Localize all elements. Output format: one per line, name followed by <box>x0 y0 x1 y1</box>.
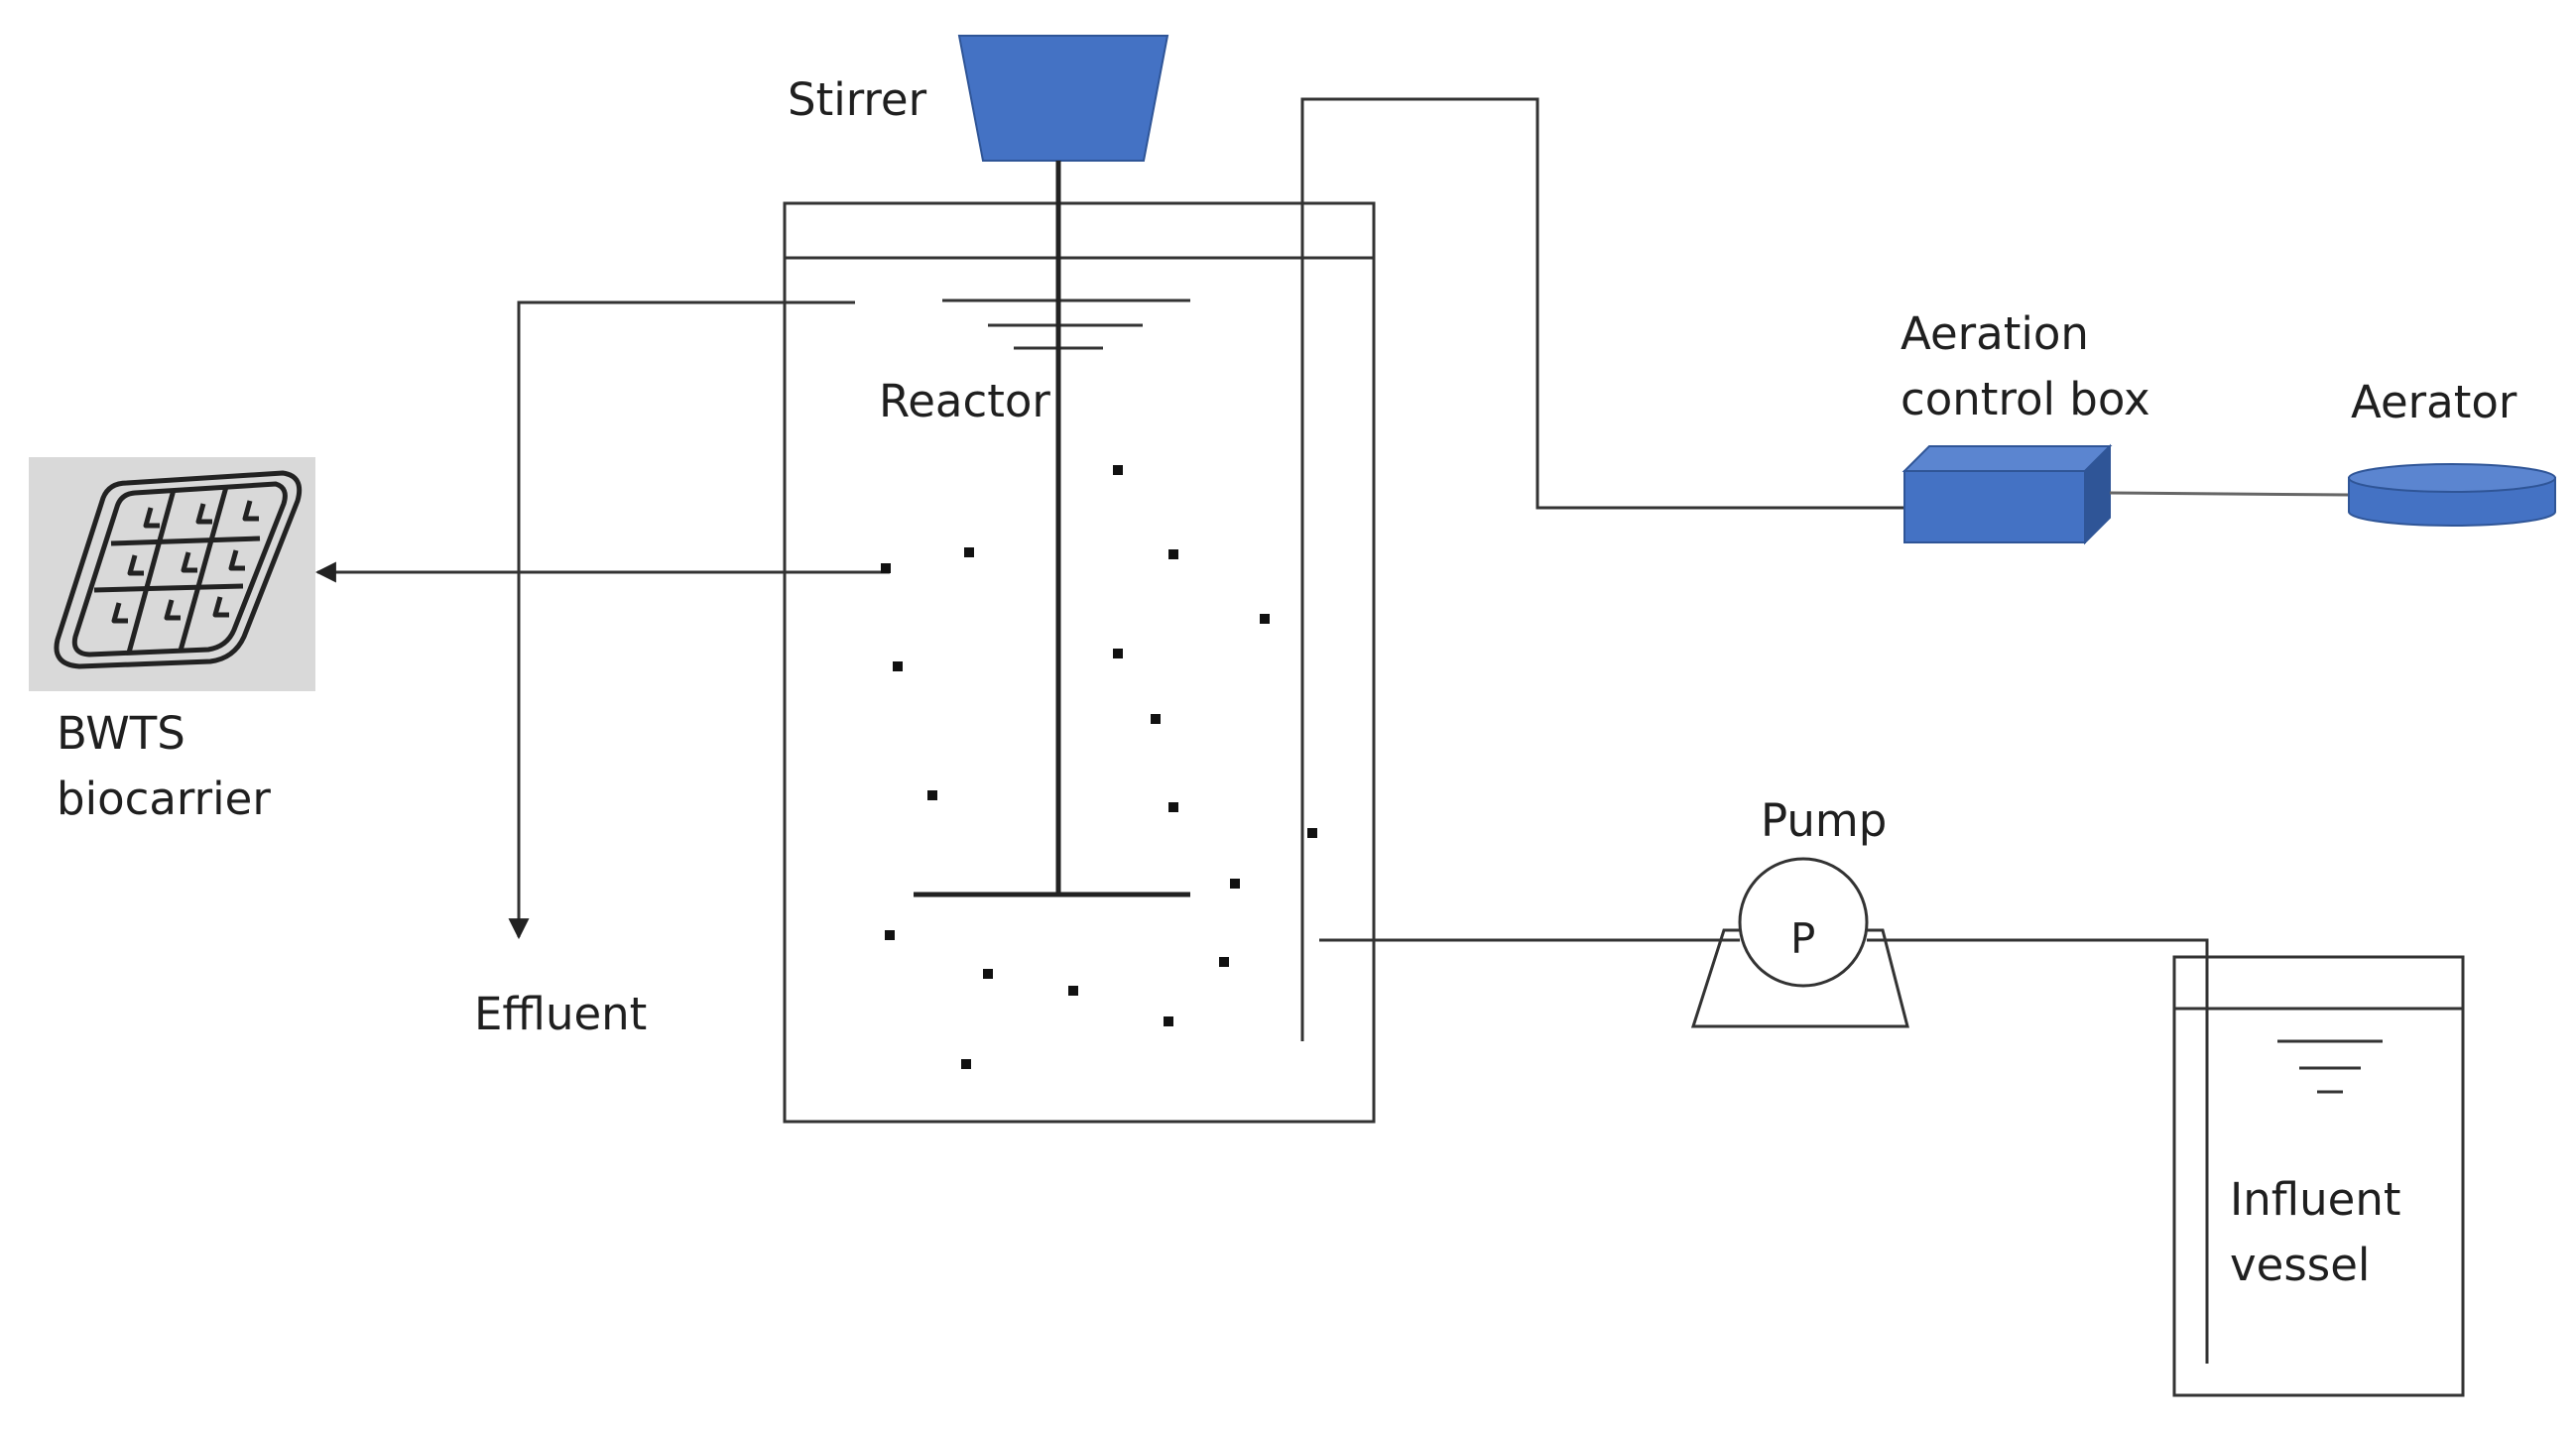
influent-vessel-label: Influent vessel <box>2230 1167 2401 1298</box>
particle <box>881 563 891 573</box>
aeration-pipe <box>1300 97 1904 1041</box>
effluent-line <box>508 300 855 940</box>
stirrer-label: Stirrer <box>788 73 927 126</box>
particle <box>961 1059 971 1069</box>
reactor-vessel <box>783 201 1376 1124</box>
particle <box>1113 649 1123 658</box>
aeration-control-box <box>1901 443 2113 545</box>
particle <box>1113 465 1123 475</box>
particle <box>1260 614 1270 624</box>
effluent-label: Effluent <box>474 988 648 1040</box>
particle <box>927 790 937 800</box>
particle <box>1168 549 1178 559</box>
feed-line <box>1867 938 2209 1364</box>
particle <box>1219 957 1229 967</box>
influent-vessel <box>2172 955 2465 1397</box>
biocarrier-label: BWTS biocarrier <box>57 701 271 832</box>
aerator-label: Aerator <box>2351 376 2517 428</box>
aeration-control-box-label-line1: Aeration <box>1901 307 2089 360</box>
aeration-control-box-label-line2: control box <box>1901 373 2150 425</box>
influent-water-level-symbol <box>2277 1039 2383 1094</box>
particle <box>893 661 903 671</box>
reactor-label: Reactor <box>879 375 1050 427</box>
biocarrier-particles <box>881 465 1317 1069</box>
pump-label: Pump <box>1761 794 1888 847</box>
particle <box>1164 1016 1173 1026</box>
stirrer-motor <box>957 35 1169 162</box>
particle <box>1307 828 1317 838</box>
biocarrier-image <box>29 457 315 691</box>
aerator-connection-line <box>2109 491 2350 497</box>
particle <box>1168 802 1178 812</box>
particle <box>983 969 993 979</box>
particle <box>1068 986 1078 996</box>
aerator-disc <box>2348 463 2556 527</box>
pump-symbol <box>1690 857 1909 1028</box>
aeration-control-box-label: Aeration control box <box>1901 301 2150 432</box>
influent-vessel-label-line2: vessel <box>2230 1239 2371 1291</box>
particle <box>1151 714 1161 724</box>
influent-vessel-label-line1: Influent <box>2230 1173 2401 1226</box>
biocarrier-label-line2: biocarrier <box>57 773 271 825</box>
particle <box>885 930 895 940</box>
particle <box>1230 879 1240 889</box>
biocarrier-label-line1: BWTS <box>57 707 185 760</box>
reactor-water-level-symbol <box>942 298 1190 350</box>
particle <box>964 547 974 557</box>
pump-symbol-letter: P <box>1790 914 1816 963</box>
